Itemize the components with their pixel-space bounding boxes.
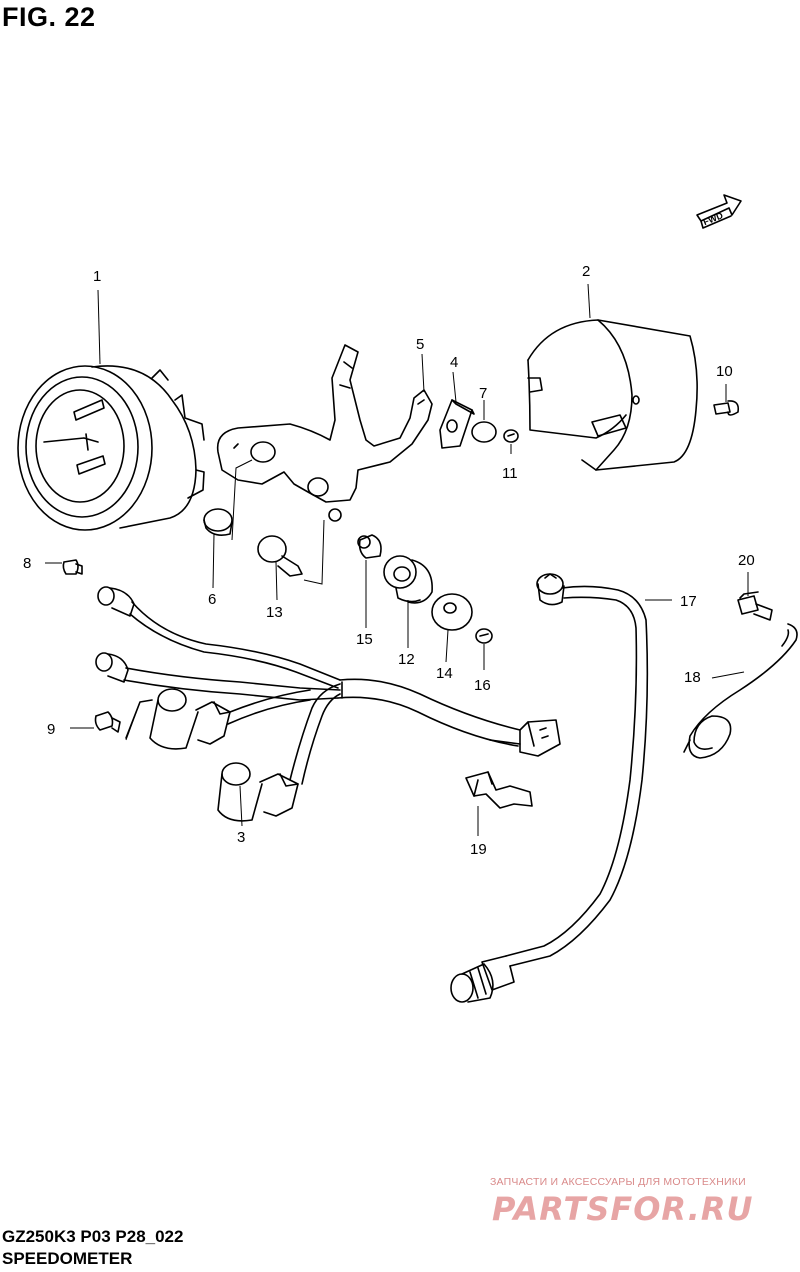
bracket-drawing: [216, 344, 433, 522]
callout-7: 7: [479, 385, 487, 402]
speedometer-assembly-drawing: [17, 365, 205, 531]
speedometer-cable-drawing: [450, 573, 649, 1003]
callout-18: 18: [684, 669, 701, 686]
callout-15: 15: [356, 631, 373, 648]
cushion-drawing: [383, 555, 433, 604]
callout-16: 16: [474, 677, 491, 694]
washer-drawing: [471, 421, 497, 443]
callout-2: 2: [582, 263, 590, 280]
cushion-drawing: [439, 399, 475, 449]
speedometer-case-drawing: [527, 319, 698, 471]
nut-drawing: [503, 429, 519, 443]
washer-drawing: [431, 593, 473, 631]
nut-drawing: [475, 628, 493, 644]
callout-17: 17: [680, 593, 697, 610]
wiring-harness-drawing: [95, 586, 561, 822]
callout-5: 5: [416, 336, 424, 353]
callout-9: 9: [47, 721, 55, 738]
callout-20: 20: [738, 552, 755, 569]
bulb-drawing: [94, 711, 121, 733]
figure-title: FIG. 22: [2, 2, 96, 32]
section-name: SPEEDOMETER: [2, 1249, 133, 1268]
watermark-subtitle: ЗАПЧАСТИ И АКСЕССУАРЫ ДЛЯ МОТОТЕХНИКИ: [490, 1176, 746, 1188]
leader-lines: [45, 283, 749, 836]
fwd-arrow-icon: FWD: [696, 194, 742, 229]
spring-drawing: [683, 623, 798, 759]
callout-6: 6: [208, 591, 216, 608]
callout-11: 11: [502, 465, 518, 482]
callout-3: 3: [237, 829, 245, 846]
bulb-drawing: [62, 559, 83, 575]
screw-drawing: [713, 400, 740, 416]
callout-19: 19: [470, 841, 487, 858]
model-code: GZ250K3 P03 P28_022: [2, 1227, 184, 1246]
bolt-drawing: [257, 535, 303, 577]
callout-12: 12: [398, 651, 415, 668]
callout-10: 10: [716, 363, 733, 380]
bolt-drawing: [737, 591, 773, 621]
clamp-drawing: [465, 771, 533, 809]
callout-13: 13: [266, 604, 283, 621]
grommet-drawing: [203, 508, 233, 536]
spacer-drawing: [357, 534, 382, 559]
callout-14: 14: [436, 665, 453, 682]
callout-8: 8: [23, 555, 31, 572]
callout-1: 1: [93, 268, 101, 285]
watermark-logo: PARTSFOR.RU: [492, 1190, 754, 1228]
callout-4: 4: [450, 354, 458, 371]
